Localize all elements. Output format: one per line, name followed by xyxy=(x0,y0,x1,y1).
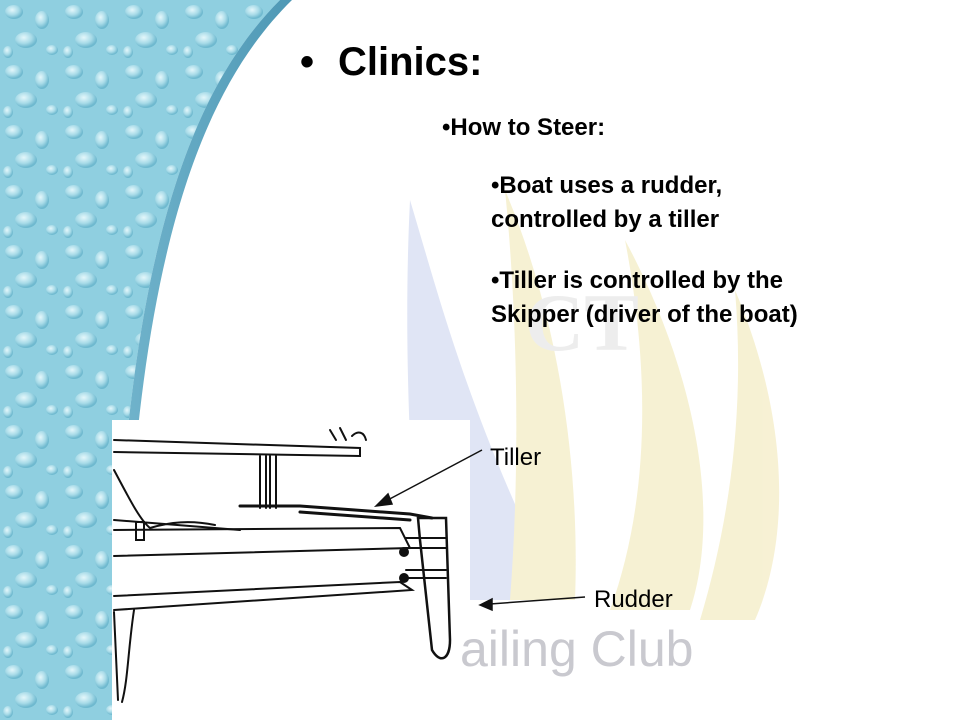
bullet-line-1: Tiller is controlled by the xyxy=(499,267,784,294)
bullet-mark: • xyxy=(442,114,451,141)
pintle-2 xyxy=(399,573,409,583)
post-right xyxy=(269,455,277,509)
rudder-blade xyxy=(416,516,452,660)
bullet-line-1: Boat uses a rudder, xyxy=(499,172,723,199)
deck-fitting xyxy=(329,427,367,441)
callout-arrows xyxy=(373,449,586,612)
water-panel xyxy=(0,0,280,720)
bullet-text: How to Steer: xyxy=(450,114,606,141)
logo-letters: CT xyxy=(525,277,639,368)
bullet-line-2: controlled by a tiller xyxy=(491,206,720,233)
bullet-mark: • xyxy=(491,267,500,294)
bullet-skipper: •Tiller is controlled by the Skipper (dr… xyxy=(491,264,798,332)
cleat xyxy=(135,521,145,541)
bullet-rudder: •Boat uses a rudder, controlled by a til… xyxy=(491,169,722,237)
sail-yellow-3 xyxy=(700,290,780,620)
hull-bottom xyxy=(113,580,416,611)
rudder-arrow-line xyxy=(489,596,586,605)
boat-diagram xyxy=(113,427,452,703)
callout-rudder: Rudder xyxy=(594,586,673,613)
bullet-mark: • xyxy=(491,172,500,199)
watermark-club-name: ailing Club xyxy=(460,621,694,677)
rudder-arrowhead xyxy=(478,597,493,612)
deck-plate xyxy=(113,439,361,458)
title-bullet: • xyxy=(300,40,315,84)
sail-yellow-2 xyxy=(610,240,704,610)
pintle-1 xyxy=(399,547,409,557)
bullet-line-2: Skipper (driver of the boat) xyxy=(491,301,798,328)
tiller-arrowhead xyxy=(373,492,394,508)
tiller-arrow-line xyxy=(383,449,483,503)
post-left xyxy=(259,455,267,509)
daggerboard xyxy=(113,609,135,703)
rudder-straps xyxy=(405,537,447,579)
title-text: Clinics: xyxy=(338,40,483,84)
sail-yellow-1 xyxy=(505,190,576,600)
bullet-how-to-steer: •How to Steer: xyxy=(442,114,605,142)
callout-tiller: Tiller xyxy=(490,444,542,471)
tiller-bar xyxy=(238,504,434,522)
